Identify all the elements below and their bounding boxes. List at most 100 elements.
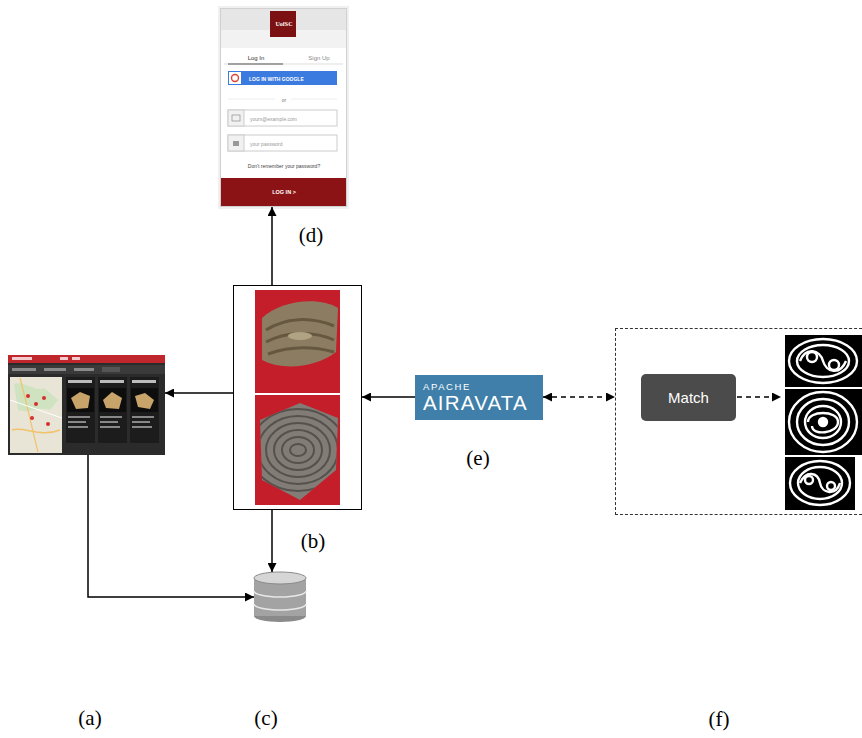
web-app-screenshot	[68, 421, 86, 423]
database-symbol	[254, 591, 306, 597]
web-app-screenshot	[103, 392, 122, 409]
login-screenshot	[218, 6, 349, 209]
flow-arrow	[165, 392, 233, 394]
pottery-photo	[282, 437, 314, 463]
web-app-screenshot	[72, 357, 80, 360]
panel-letter: (d)	[299, 225, 324, 246]
login-screenshot	[229, 72, 241, 84]
web-app-screenshot	[71, 392, 90, 409]
login-screenshot	[232, 115, 240, 121]
design-image	[789, 339, 857, 383]
login-screenshot	[291, 99, 337, 100]
design-image	[807, 352, 817, 362]
web-app-screenshot	[8, 365, 165, 374]
login-screenshot	[220, 178, 347, 207]
design-image	[785, 335, 862, 510]
panel-letter: (e)	[466, 448, 489, 469]
matching-panel: (f)Match	[615, 328, 862, 515]
login-screenshot	[220, 8, 347, 48]
panel-letter: (c)	[254, 708, 277, 729]
login-screen: UofSCLog InSign UpLOG IN WITH GOOGLEoryo…	[220, 8, 347, 207]
flow-arrow	[543, 396, 615, 398]
database-symbol	[254, 572, 306, 584]
web-app-screenshot	[100, 426, 120, 428]
design-image	[789, 339, 857, 383]
web-app-screenshot	[132, 421, 150, 423]
login-screenshot	[228, 135, 244, 151]
web-app-screenshot	[68, 416, 90, 418]
panel-letter: (f)	[709, 709, 730, 730]
web-app-screenshot: (a)	[8, 355, 165, 455]
web-app-screenshot	[74, 368, 94, 371]
web-app-screenshot	[102, 367, 120, 372]
web-app-screenshot	[26, 394, 30, 398]
login-screenshot	[228, 110, 244, 126]
panel-letter: (a)	[78, 708, 101, 729]
design-image	[819, 418, 827, 426]
web-app-screenshot	[46, 422, 50, 426]
match-arrow	[737, 396, 781, 398]
pottery-photo	[274, 430, 322, 470]
login-screenshot	[233, 141, 239, 146]
logo-text: APACHE	[423, 382, 471, 392]
button-label: Match	[668, 390, 709, 406]
screen-text: LOG IN >	[272, 190, 296, 196]
connector-group	[88, 207, 615, 597]
airavata-logo: APACHEAIRAVATA	[415, 375, 543, 420]
design-image	[785, 389, 862, 455]
design-image	[800, 474, 840, 492]
design-image	[805, 406, 841, 438]
screen-text: Sign Up	[308, 55, 329, 61]
pottery-photo	[268, 348, 334, 354]
design-image	[827, 482, 835, 490]
web-app-screenshot	[100, 416, 122, 418]
pottery-photo	[255, 290, 340, 393]
screen-text: yours@example.com	[250, 117, 297, 122]
design-image	[790, 461, 850, 505]
login-screenshot	[270, 11, 296, 37]
web-app-screenshot	[30, 416, 34, 420]
design-image	[829, 360, 839, 370]
web-app-screenshot	[131, 388, 158, 412]
web-app-screenshot	[99, 388, 126, 412]
screen-text: LOG IN WITH GOOGLE	[249, 77, 304, 82]
web-app-screenshot	[132, 380, 156, 383]
web-app-screenshot	[68, 426, 88, 428]
pottery-photo	[255, 395, 340, 505]
login-screenshot	[220, 8, 347, 207]
database-symbol	[254, 604, 306, 610]
web-app-screenshot	[10, 400, 62, 418]
web-app-screenshot	[68, 380, 92, 383]
flow-arrow	[88, 455, 254, 597]
web-app-screenshot	[12, 368, 36, 371]
pottery-photo	[250, 290, 346, 505]
web-app-screenshot	[130, 377, 159, 443]
web-app-screenshot	[34, 402, 38, 406]
screen-text: UofSC	[275, 21, 292, 27]
web-app-screenshot	[42, 396, 46, 400]
pottery-photo	[266, 423, 330, 477]
web-app-screenshot	[8, 355, 165, 455]
login-screenshot	[228, 71, 337, 85]
web-app-screenshot	[98, 377, 127, 443]
flow-arrow	[271, 510, 273, 572]
match-button: Match	[641, 374, 736, 421]
pottery-photo	[250, 409, 346, 491]
design-image	[789, 392, 857, 452]
web-app-screenshot	[12, 357, 32, 360]
web-app-screenshot	[8, 355, 165, 455]
web-app-screenshot	[14, 383, 58, 411]
screen-text: your password	[250, 142, 283, 147]
screen-text: Don't remember your password?	[248, 164, 320, 169]
login-screenshot	[228, 135, 337, 151]
flow-arrow	[271, 207, 273, 285]
web-app-screenshot	[12, 429, 60, 433]
login-screenshot	[232, 75, 239, 82]
design-image	[808, 413, 838, 432]
login-screenshot	[218, 6, 349, 209]
pottery-photo	[266, 320, 334, 330]
pottery-photo	[250, 409, 346, 491]
screen-text: Log In	[248, 55, 265, 61]
logo-text: AIRAVATA	[423, 392, 528, 414]
